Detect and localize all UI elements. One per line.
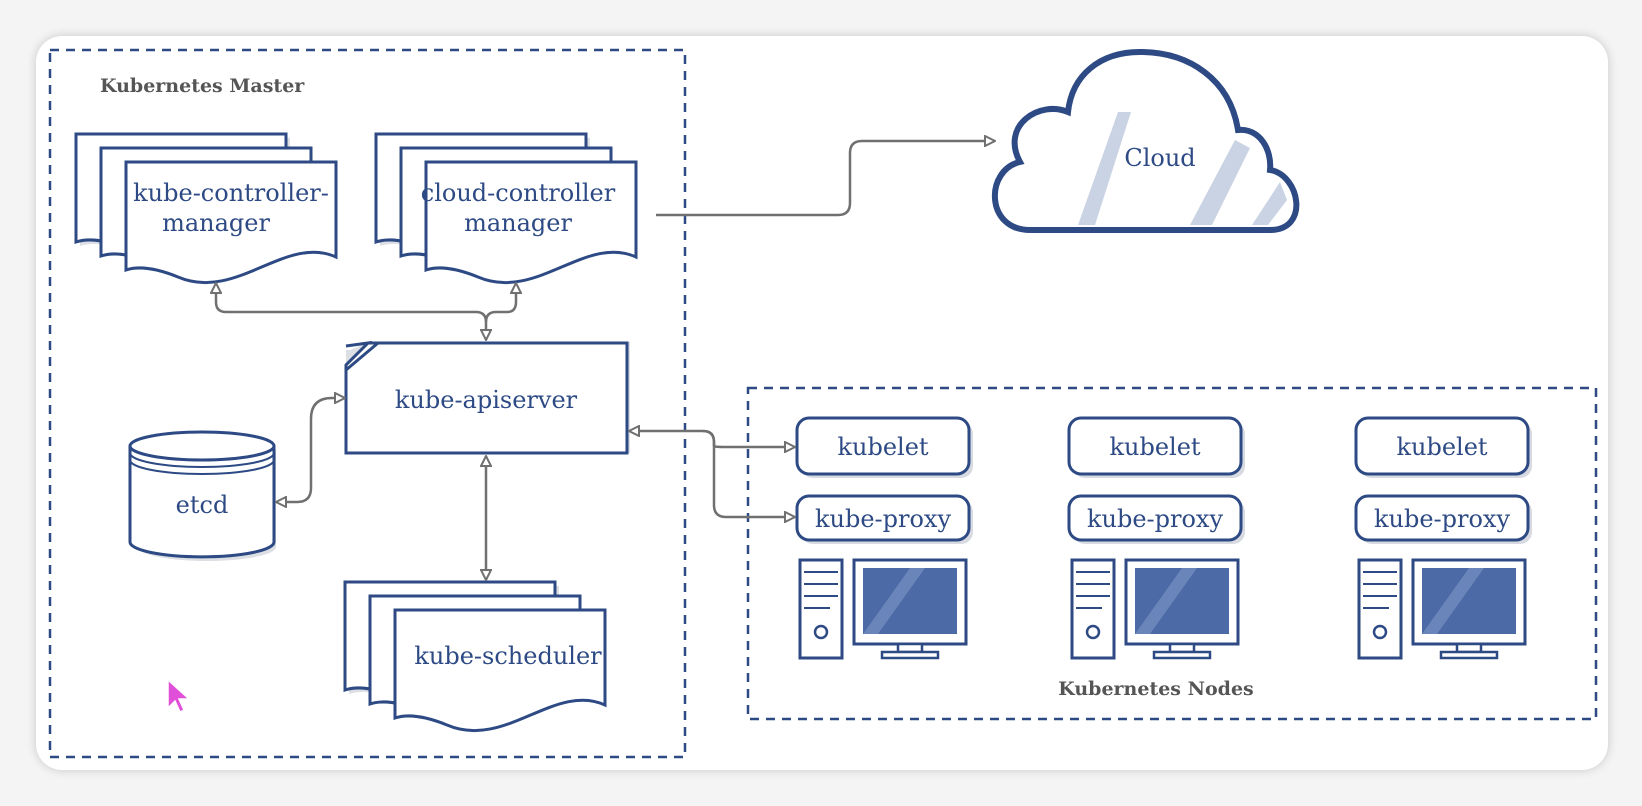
kube-apiserver-label: kube-apiserver <box>395 386 578 414</box>
cloud-controller-manager-label-line2: manager <box>464 209 572 237</box>
nodes-title: Kubernetes Nodes <box>1058 678 1253 700</box>
node-1: kubelet kube-proxy <box>795 416 973 660</box>
nodes-boundary <box>746 386 1598 721</box>
cloud-label: Cloud <box>1124 144 1195 172</box>
etcd-database: etcd <box>128 430 276 561</box>
node-2-kube-proxy: kube-proxy <box>1087 505 1223 533</box>
kube-scheduler: kube-scheduler <box>343 580 607 733</box>
node-1-computer-icon <box>798 558 968 660</box>
kube-controller-manager: kube-controller- manager <box>74 132 338 285</box>
node-1-kube-proxy: kube-proxy <box>815 505 951 533</box>
node-3-computer-icon <box>1357 558 1527 660</box>
connectors <box>216 141 995 580</box>
node-3-kube-proxy: kube-proxy <box>1374 505 1510 533</box>
connector-apiserver-etcd <box>276 398 345 502</box>
kube-controller-manager-label-line1: kube-controller- <box>133 179 329 207</box>
connector-controller-apiserver <box>216 283 486 340</box>
mouse-cursor-icon <box>167 678 191 714</box>
node-1-kubelet: kubelet <box>837 433 928 461</box>
cloud: Cloud <box>992 48 1300 233</box>
node-2-computer-icon <box>1070 558 1240 660</box>
connector-apiserver-kube-proxy <box>702 429 795 517</box>
node-2: kubelet kube-proxy <box>1067 416 1245 660</box>
etcd-label: etcd <box>176 491 229 519</box>
kube-controller-manager-label-line2: manager <box>162 209 270 237</box>
node-2-kubelet: kubelet <box>1109 433 1200 461</box>
connector-cloud-controller-cloud <box>656 141 995 217</box>
node-3: kubelet kube-proxy <box>1354 416 1532 660</box>
connector-apiserver-cloud-controller <box>484 283 516 323</box>
kube-scheduler-label: kube-scheduler <box>414 642 602 670</box>
cloud-controller-manager-label-line1: cloud-controller <box>421 179 616 207</box>
kube-apiserver: kube-apiserver <box>344 340 630 455</box>
master-title: Kubernetes Master <box>100 75 305 97</box>
cloud-controller-manager: cloud-controller manager <box>374 132 638 285</box>
node-3-kubelet: kubelet <box>1396 433 1487 461</box>
